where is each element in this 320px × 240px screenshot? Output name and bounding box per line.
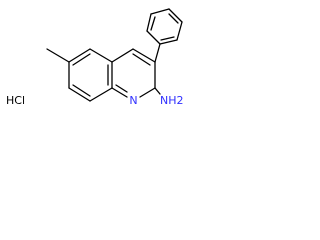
double-bond-inner	[160, 36, 175, 41]
phenyl-ring	[146, 8, 183, 45]
ring-nitrogen-label: N	[129, 94, 137, 107]
double-bond-inner	[168, 13, 179, 24]
benzo-ring	[68, 48, 113, 102]
bond	[150, 8, 170, 15]
bond	[89, 48, 113, 63]
double-bond-inner	[132, 53, 151, 66]
double-bond-inner	[72, 53, 91, 66]
salt-label: HCl	[6, 94, 25, 107]
bond	[111, 87, 128, 98]
bond	[89, 87, 113, 102]
amine-bond	[154, 87, 161, 95]
bond	[68, 48, 91, 63]
methyl-bond	[46, 48, 70, 63]
bond	[159, 39, 178, 45]
double-bond-inner	[150, 16, 156, 31]
bond	[111, 48, 134, 63]
bond	[146, 30, 161, 45]
amine-label: NH2	[160, 94, 184, 107]
bond	[68, 87, 91, 102]
bond	[176, 21, 183, 41]
bond	[132, 48, 156, 63]
double-bond-inner	[72, 84, 91, 97]
bond	[139, 87, 156, 98]
bond	[146, 13, 152, 32]
phenyl-bond	[154, 43, 161, 63]
double-bond-inner	[115, 84, 128, 93]
pyridine-ring	[111, 48, 156, 98]
bond	[168, 8, 183, 23]
chemical-structure-diagram: N NH2 HCl	[6, 8, 184, 107]
